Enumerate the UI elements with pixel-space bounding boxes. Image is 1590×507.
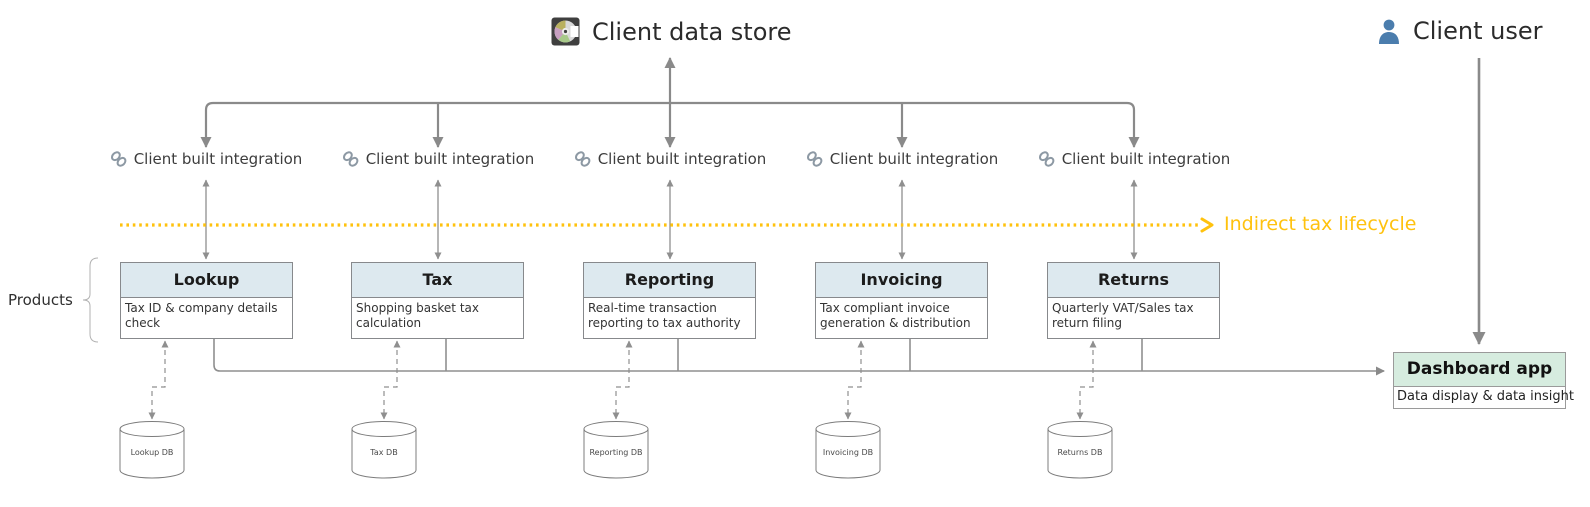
integration-label-text: Client built integration [1061, 150, 1231, 168]
product-box-returns: Returns Quarterly VAT/Sales tax return f… [1047, 262, 1220, 339]
product-description: Tax compliant invoice generation & distr… [820, 301, 971, 330]
bottom-bus-connector [213, 339, 1385, 376]
integration-label-2: Client built integration [342, 150, 535, 168]
product-title: Reporting [584, 263, 755, 298]
product-description: Tax ID & company details check [125, 301, 278, 330]
dashboard-description: Data display & data insight [1397, 389, 1574, 404]
top-bus-connector [200, 57, 1140, 148]
link-icon [111, 151, 127, 167]
client-data-store-title: Client data store [551, 17, 792, 46]
product-description: Shopping basket tax calculation [356, 301, 479, 330]
db-label-invoicing: Invoicing DB [823, 448, 873, 457]
product-box-reporting: Reporting Real-time transaction reportin… [583, 262, 756, 339]
link-icon [343, 151, 359, 167]
person-icon [1379, 19, 1399, 44]
product-description: Quarterly VAT/Sales tax return filing [1052, 301, 1194, 330]
returns-db-cylinder [1047, 421, 1113, 479]
product-box-invoicing: Invoicing Tax compliant invoice generati… [815, 262, 988, 339]
product-box-tax: Tax Shopping basket tax calculation [351, 262, 524, 339]
invoicing-db-cylinder [815, 421, 881, 479]
database-dashed-arrows [148, 340, 1097, 420]
client-user-label: Client user [1413, 17, 1543, 45]
lifecycle-dotted-line [120, 217, 1214, 233]
client-data-store-label: Client data store [592, 17, 792, 46]
dashboard-title: Dashboard app [1394, 353, 1565, 387]
data-store-cd-icon [551, 17, 580, 46]
link-icon [575, 151, 591, 167]
dashboard-app-box: Dashboard app Data display & data insigh… [1393, 352, 1574, 409]
integration-label-4: Client built integration [806, 150, 999, 168]
integration-label-text: Client built integration [365, 150, 535, 168]
product-description: Real-time transaction reporting to tax a… [588, 301, 741, 330]
integration-label-5: Client built integration [1038, 150, 1231, 168]
tax-db-cylinder [351, 421, 417, 479]
product-title: Lookup [121, 263, 292, 298]
integration-label-text: Client built integration [829, 150, 999, 168]
product-title: Invoicing [816, 263, 987, 298]
integration-label-3: Client built integration [574, 150, 767, 168]
lifecycle-label: Indirect tax lifecycle [1224, 213, 1417, 235]
database-cylinders [119, 421, 1113, 479]
integration-label-1: Client built integration [110, 150, 303, 168]
db-label-tax: Tax DB [369, 448, 397, 457]
integration-label-text: Client built integration [597, 150, 767, 168]
db-label-returns: Returns DB [1058, 448, 1103, 457]
integration-product-arrows [202, 179, 1138, 260]
product-box-lookup: Lookup Tax ID & company details check [120, 262, 293, 339]
reporting-db-cylinder [583, 421, 649, 479]
product-title: Returns [1048, 263, 1219, 298]
product-title: Tax [352, 263, 523, 298]
db-label-reporting: Reporting DB [589, 448, 642, 457]
link-icon [1039, 151, 1055, 167]
products-bracket [82, 257, 99, 343]
client-user-title: Client user [1377, 17, 1542, 45]
database-labels: Lookup DB Tax DB Reporting DB Invoicing … [131, 448, 1103, 457]
integration-label-text: Client built integration [133, 150, 303, 168]
products-group-label: Products [8, 291, 73, 309]
link-icon [807, 151, 823, 167]
db-label-lookup: Lookup DB [131, 448, 174, 457]
lookup-db-cylinder [119, 421, 185, 479]
